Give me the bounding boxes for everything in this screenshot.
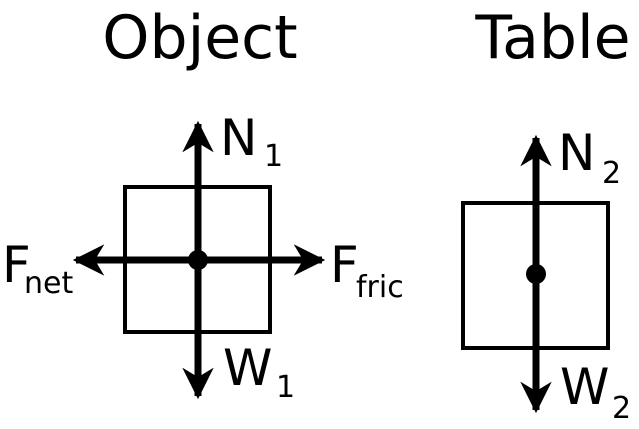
label-w2-sub: 2 (612, 391, 631, 426)
table-center-point (526, 264, 546, 284)
label-n1-main: N (220, 109, 257, 167)
table-diagram: Table N 2 W 2 (461, 3, 631, 426)
label-fnet-main: F (2, 236, 31, 294)
label-fnet: F net (2, 236, 73, 301)
label-w2-main: W (560, 358, 609, 416)
object-title: Object (102, 3, 297, 73)
label-ffric-main: F (330, 236, 359, 294)
object-center-point (188, 250, 208, 270)
label-fnet-sub: net (24, 266, 73, 301)
label-w1: W 1 (223, 339, 295, 405)
table-title: Table (474, 3, 630, 73)
label-w1-main: W (223, 339, 272, 397)
label-ffric: F fric (330, 236, 404, 305)
label-n2-main: N (558, 124, 595, 182)
label-n2: N 2 (558, 124, 621, 191)
label-ffric-sub: fric (356, 270, 404, 305)
label-n1-sub: 1 (264, 139, 283, 174)
label-n1: N 1 (220, 109, 283, 174)
label-w1-sub: 1 (276, 370, 295, 405)
label-n2-sub: 2 (602, 156, 621, 191)
object-diagram: Object N 1 W 1 F net F fric (2, 3, 404, 405)
label-w2: W 2 (560, 358, 631, 426)
